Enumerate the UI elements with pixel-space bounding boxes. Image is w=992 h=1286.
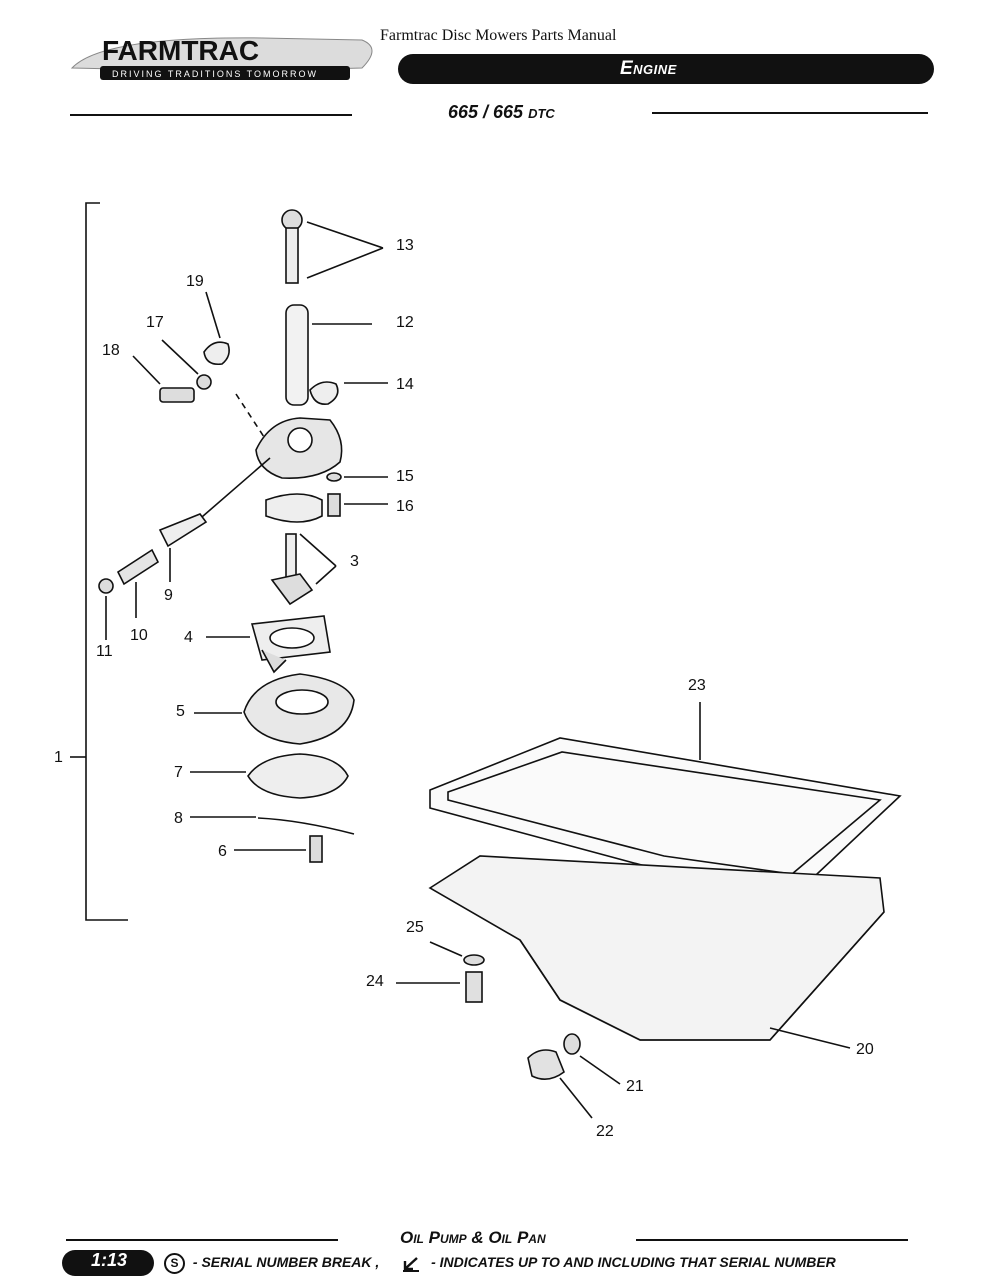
serial-arrow-text: - INDICATES UP TO AND INCLUDING THAT SER… (431, 1254, 836, 1271)
callout-15: 15 (396, 468, 414, 485)
callout-5: 5 (176, 703, 185, 720)
callout-19: 19 (186, 273, 204, 290)
callout-21: 21 (626, 1078, 644, 1095)
callout-10: 10 (130, 627, 148, 644)
header-rule-left (70, 114, 352, 116)
callout-25: 25 (406, 919, 424, 936)
document-title: Farmtrac Disc Mowers Parts Manual (380, 27, 617, 44)
footer-rule-right (636, 1239, 908, 1241)
exploded-parts-diagram: 1 3 4 5 6 7 8 9 10 11 12 13 14 15 16 17 … (54, 202, 902, 1140)
callout-1: 1 (54, 749, 63, 766)
brand-name: FARMTRAC (102, 35, 259, 66)
callout-11: 11 (96, 643, 113, 660)
callout-18: 18 (102, 342, 120, 359)
callout-13: 13 (396, 237, 414, 254)
model-main: 665 / 665 (448, 102, 524, 122)
section-banner (398, 54, 934, 84)
callout-7: 7 (174, 764, 183, 781)
callout-8: 8 (174, 810, 183, 827)
section-title: Engine (620, 58, 677, 79)
header-rule-right (652, 112, 928, 114)
model-suffix: DTC (528, 106, 555, 121)
diagram-title: Oil Pump & Oil Pan (400, 1228, 546, 1247)
callout-3: 3 (350, 553, 359, 570)
callout-16: 16 (396, 498, 414, 515)
callout-17: 17 (146, 314, 164, 331)
callout-12: 12 (396, 314, 414, 331)
callout-20: 20 (856, 1041, 874, 1058)
arrow-down-left-icon (403, 1256, 420, 1272)
symbol-legend: S - SERIAL NUMBER BREAK , - INDICATES UP… (164, 1253, 836, 1274)
callout-24: 24 (366, 973, 384, 990)
callout-23: 23 (688, 677, 706, 694)
callout-4: 4 (184, 629, 193, 646)
page-number-badge (62, 1250, 154, 1276)
callout-9: 9 (164, 587, 173, 604)
assembly-bracket (85, 202, 128, 921)
serial-break-text: - SERIAL NUMBER BREAK , (192, 1254, 380, 1271)
farmtrac-logo: FARMTRAC DRIVING TRADITIONS TOMORROW (70, 35, 373, 80)
model-number: 665 / 665 DTC (448, 102, 555, 123)
brand-tagline: DRIVING TRADITIONS TOMORROW (112, 69, 318, 79)
page-number: 1:13 (90, 1250, 128, 1270)
footer-rule-left (66, 1239, 338, 1241)
callout-6: 6 (218, 843, 227, 860)
callout-14: 14 (396, 376, 414, 393)
serial-break-icon: S (164, 1253, 185, 1274)
callout-22: 22 (596, 1123, 614, 1140)
